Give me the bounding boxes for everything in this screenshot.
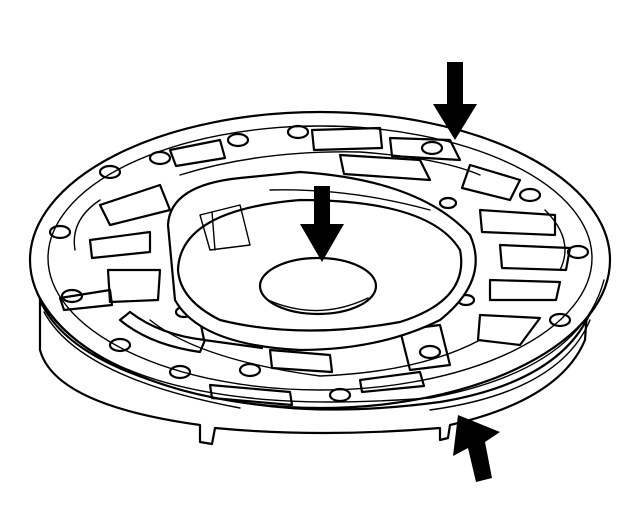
callout-arrow-top-edge	[433, 62, 477, 140]
callout-arrow-center-bore	[300, 186, 344, 262]
callout-arrow-bottom-edge	[453, 415, 500, 482]
fluid-passages	[58, 126, 572, 407]
bolt-holes	[48, 124, 590, 403]
center-bore	[258, 256, 378, 316]
